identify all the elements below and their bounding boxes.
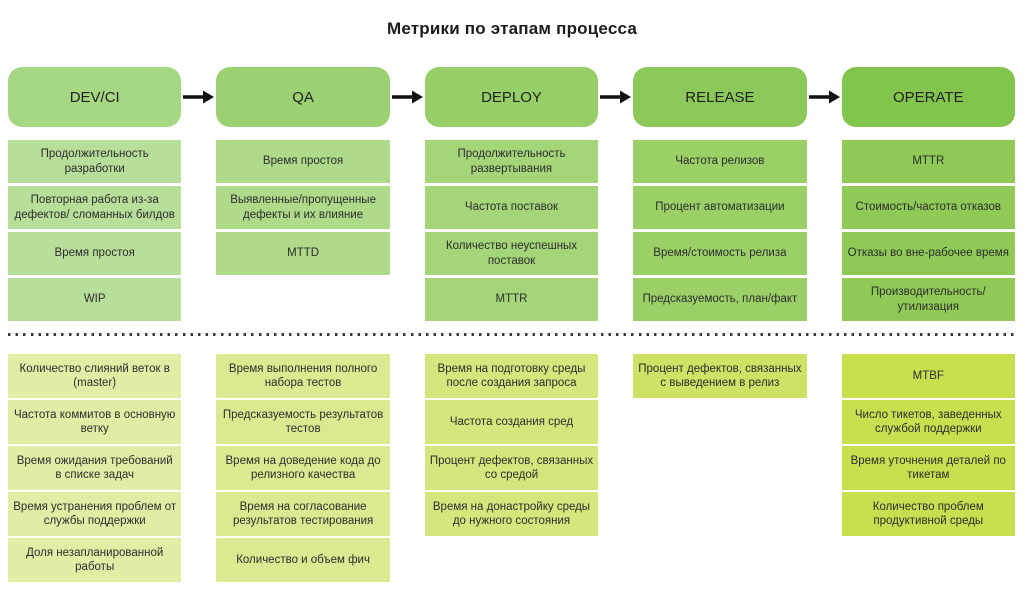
metric-box: Производительность/утилизация [841, 278, 1015, 321]
metric-box: Время уточнения деталей по тикетам [841, 446, 1015, 490]
page-title: Метрики по этапам процесса [386, 19, 638, 38]
metric-box: Частота создания сред [424, 400, 599, 444]
stage-header-deploy: DEPLOY [424, 67, 632, 127]
metric-box: Время простоя [8, 232, 182, 275]
column-deploy-bottom-metrics: Время на подготовку среды после создания… [424, 354, 599, 536]
metric-box: Предсказуемость, план/факт [633, 278, 807, 321]
bottom-metrics-grid: Количество слияний веток в (master)Часто… [0, 354, 1024, 582]
metric-box: Продолжительность развертывания [424, 140, 599, 183]
metric-box: Повторная работа из-за дефектов/ сломанн… [8, 186, 182, 229]
metric-box: Процент дефектов, связанных с выведением… [633, 354, 807, 398]
metric-box: Время выполнения полного набора тестов [216, 354, 390, 398]
stage-headers-row: DEV/CI QA DEPLOY RELEASE OPERATE [0, 67, 1024, 127]
stage-header-qa: QA [216, 67, 423, 127]
stage-header-operate: OPERATE [841, 67, 1015, 127]
metric-box: Время устранения проблем от службы подде… [8, 492, 182, 536]
metric-box: Число тикетов, заведенных службой поддер… [841, 400, 1015, 444]
metric-box: Стоимость/частота отказов [841, 186, 1015, 229]
flow-arrow-icon [808, 88, 841, 106]
metric-box: Время ожидания требований в списке задач [8, 446, 182, 490]
metric-box: Время на донастройку среды до нужного со… [424, 492, 599, 536]
metric-box: Предсказуемость результатов тестов [216, 400, 390, 444]
metric-box: Процент автоматизации [633, 186, 807, 229]
metric-box: Количество слияний веток в (master) [8, 354, 182, 398]
metric-box: MTTR [841, 140, 1015, 183]
metric-box: Выявленные/пропущенные дефекты и их влия… [216, 186, 390, 229]
metric-box: Время на подготовку среды после создания… [424, 354, 599, 398]
metric-box: Время/стоимость релиза [633, 232, 807, 275]
stage-header-label: QA [292, 88, 314, 106]
column-release-bottom-metrics: Процент дефектов, связанных с выведением… [633, 354, 807, 398]
metric-box: Частота коммитов в основную ветку [8, 400, 182, 444]
metric-box: MTTD [216, 232, 390, 275]
dotted-separator [8, 333, 1016, 336]
metric-box: MTBF [841, 354, 1015, 398]
stage-header-label: OPERATE [893, 88, 964, 106]
metric-box: Время на согласование результатов тестир… [216, 492, 390, 536]
metric-box: MTTR [424, 278, 599, 321]
metric-box: Время простоя [216, 140, 390, 183]
stage-header-label: RELEASE [685, 88, 755, 106]
metric-box: Количество неуспешных поставок [424, 232, 599, 275]
metric-box: Процент дефектов, связанных со средой [424, 446, 599, 490]
flow-arrow-icon [600, 88, 632, 106]
flow-arrow-icon [391, 88, 424, 106]
metric-box: Отказы во вне-рабочее время [841, 232, 1015, 275]
stage-header-dev-ci: DEV/CI [8, 67, 215, 127]
metric-box: Продолжительность разработки [8, 140, 182, 183]
metric-box: Частота релизов [633, 140, 807, 183]
metric-box: Частота поставок [424, 186, 599, 229]
metric-box: Доля незапланированной работы [8, 538, 182, 582]
flow-arrow-icon [183, 88, 215, 106]
metric-box: Время на доведение кода до релизного кач… [216, 446, 390, 490]
stage-header-release: RELEASE [633, 67, 840, 127]
metric-box: WIP [8, 278, 182, 321]
metric-box: Количество и объем фич [216, 538, 390, 582]
column-dev-ci-bottom-metrics: Количество слияний веток в (master)Часто… [8, 354, 182, 582]
metric-box: Количество проблем продуктивной среды [841, 492, 1015, 536]
stage-header-label: DEV/CI [69, 88, 120, 106]
stage-header-label: DEPLOY [481, 88, 542, 106]
